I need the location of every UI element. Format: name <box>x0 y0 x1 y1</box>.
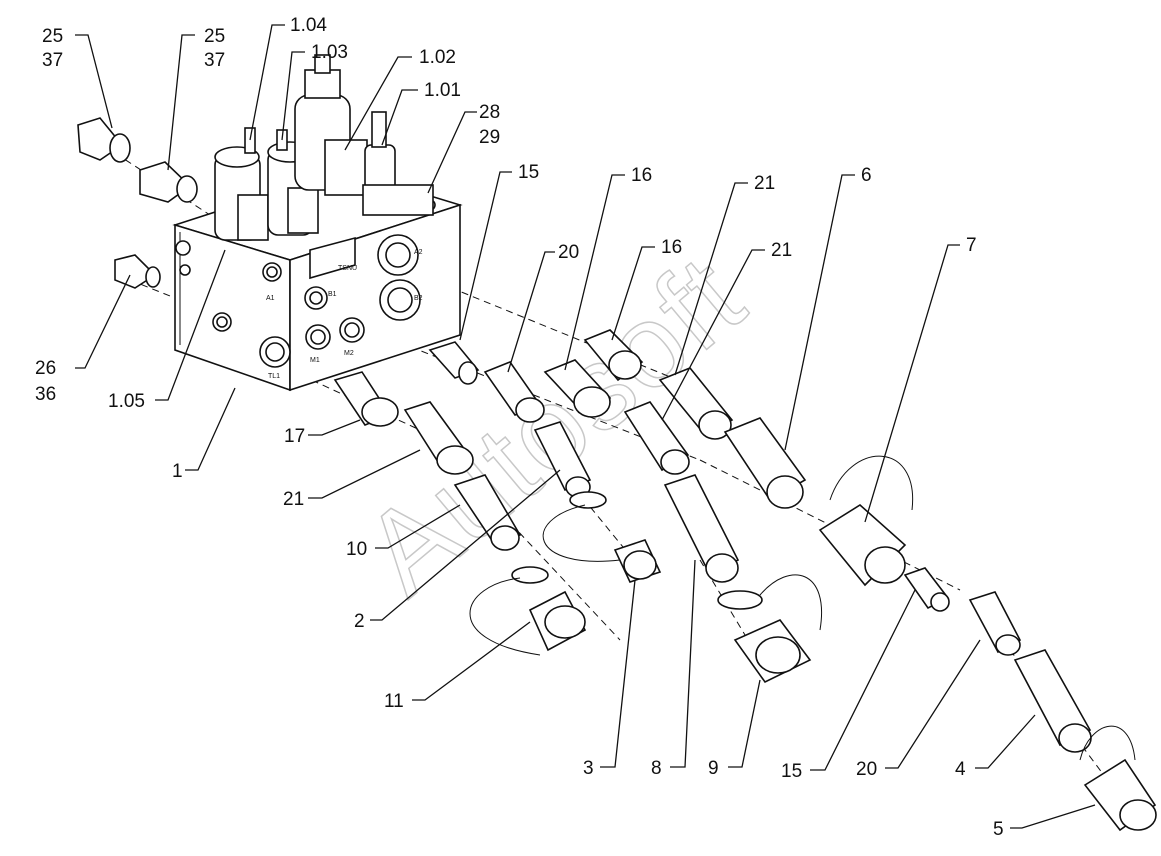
callout-7: 7 <box>966 235 977 256</box>
callout-21-top: 21 <box>754 173 775 194</box>
callout-28-29-line1: 28 <box>479 102 500 123</box>
left-fittings <box>77 117 198 289</box>
callout-6: 6 <box>861 165 872 186</box>
leader-lines <box>75 24 1096 829</box>
dust-caps <box>469 491 822 684</box>
callout-25-37-b-line1: 25 <box>204 26 225 47</box>
callout-2: 2 <box>354 611 365 632</box>
callout-9: 9 <box>708 758 719 779</box>
callout-25-37-a-line2: 37 <box>42 50 63 71</box>
callout-21-low: 21 <box>283 489 304 510</box>
callout-16-mid: 16 <box>661 237 682 258</box>
callout-1: 1 <box>172 461 183 482</box>
callout-26-36-line2: 36 <box>35 384 56 405</box>
callout-1-04: 1.04 <box>290 15 327 36</box>
solenoid-valves <box>214 54 434 241</box>
callout-15-top: 15 <box>518 162 539 183</box>
callout-26-36-line1: 26 <box>35 358 56 379</box>
callout-1-02: 1.02 <box>419 47 456 68</box>
port-marking-a2: A2 <box>414 249 423 256</box>
callout-labels: 25 37 25 37 1.04 1.03 1.02 1.01 28 29 15… <box>35 15 1004 840</box>
callout-4: 4 <box>955 759 966 780</box>
callout-21-mid: 21 <box>771 240 792 261</box>
plate-marking: TSNU <box>338 265 357 272</box>
callout-25-37-b-line2: 37 <box>204 50 225 71</box>
callout-20-top: 20 <box>558 242 579 263</box>
callout-11: 11 <box>384 691 404 712</box>
callout-20-low: 20 <box>856 759 877 780</box>
port-marking-m1: M1 <box>310 357 320 364</box>
port-marking-m2: M2 <box>344 350 354 357</box>
callout-10: 10 <box>346 539 367 560</box>
callout-1-05: 1.05 <box>108 391 145 412</box>
callout-1-03: 1.03 <box>311 42 348 63</box>
callout-15-low: 15 <box>781 761 802 782</box>
port-marking-b2: B2 <box>414 295 423 302</box>
port-marking-tl1: TL1 <box>268 373 280 380</box>
callout-17: 17 <box>284 426 305 447</box>
callout-16-top: 16 <box>631 165 652 186</box>
callout-3: 3 <box>583 758 594 779</box>
callout-1-01: 1.01 <box>424 80 461 101</box>
fittings-and-couplers <box>333 329 1157 832</box>
callout-25-37-a-line1: 25 <box>42 26 63 47</box>
callout-28-29-line2: 29 <box>479 127 500 148</box>
callout-5: 5 <box>993 819 1004 840</box>
port-marking-b1: B1 <box>328 291 337 298</box>
port-marking-a1: A1 <box>266 295 275 302</box>
callout-8: 8 <box>651 758 662 779</box>
